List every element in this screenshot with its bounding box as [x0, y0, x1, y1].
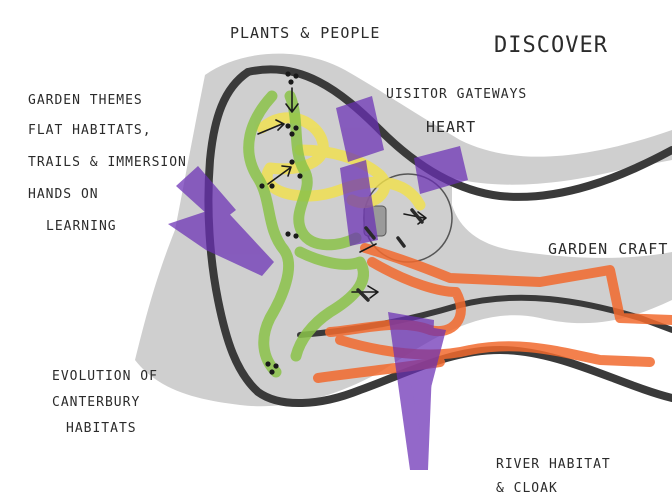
- label-cloak: & CLOAK: [496, 481, 558, 496]
- theme-item: TRAILS & IMMERSION: [28, 155, 187, 170]
- themes-list: GARDEN THEMES FLAT HABITATS, TRAILS & IM…: [28, 93, 187, 234]
- habitats-note: EVOLUTION OF CANTERBURY HABITATS: [52, 369, 158, 436]
- theme-item: FLAT HABITATS,: [28, 123, 152, 138]
- label-habitats: HABITATS: [66, 421, 137, 436]
- label-garden-craft: GARDEN CRAFT: [548, 240, 668, 258]
- label-river-habitat: RIVER HABITAT: [496, 457, 611, 472]
- river-note: RIVER HABITAT & CLOAK: [496, 457, 611, 496]
- label-canterbury: CANTERBURY: [52, 395, 140, 410]
- theme-item: LEARNING: [46, 219, 117, 234]
- theme-item: HANDS ON: [28, 187, 99, 202]
- label-visitor-gateways: UISITOR GATEWAYS: [386, 87, 527, 102]
- label-heart: HEART: [426, 118, 476, 136]
- label-plants-people: PLANTS & PEOPLE: [230, 24, 380, 42]
- label-discover: DISCOVER: [494, 33, 608, 58]
- label-evolution: EVOLUTION OF: [52, 369, 158, 384]
- theme-item: GARDEN THEMES: [28, 93, 143, 108]
